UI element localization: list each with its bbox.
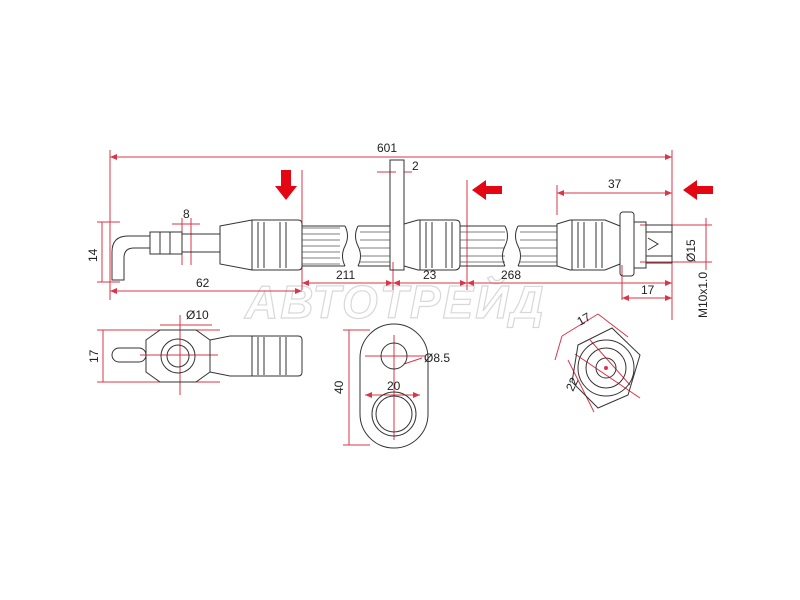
dim-end-offset: 37 (608, 177, 622, 191)
dimension-lines (97, 150, 712, 446)
dim-bracket-height: 40 (332, 380, 346, 394)
dim-flare-length: 17 (641, 283, 655, 297)
dim-bracket-hole: Ø8.5 (424, 351, 450, 365)
dim-banjo-diameter: Ø10 (186, 308, 209, 322)
dim-banjo-height: 17 (87, 349, 101, 363)
dim-bracket-thickness: 2 (412, 159, 419, 173)
dim-fitting-height: 14 (86, 248, 100, 262)
dim-left-length: 62 (196, 276, 210, 290)
arrow-left-icon (683, 180, 713, 200)
dim-bracket-width: 20 (387, 379, 401, 393)
hex-nut-detail (571, 327, 641, 409)
dim-hex-height: 22 (563, 375, 581, 393)
dim-segment-a: 211 (336, 268, 355, 282)
dimension-labels: 601 2 37 8 14 62 211 23 268 Ø15 17 M10x1… (86, 141, 710, 394)
bracket-detail (359, 323, 429, 449)
dim-flare-diameter: Ø15 (684, 239, 698, 262)
dim-fitting-width: 8 (183, 207, 190, 221)
dim-hex-width: 17 (575, 310, 594, 329)
dim-overall-length: 601 (377, 141, 397, 155)
dim-thread: M10x1.0 (696, 272, 710, 318)
dim-segment-c: 268 (501, 268, 521, 282)
banjo-detail (111, 329, 303, 383)
arrow-down-icon (275, 170, 297, 200)
hose-assembly (111, 159, 673, 281)
dim-segment-b: 23 (423, 268, 437, 282)
watermark: АВТОТРЕЙД (244, 276, 546, 328)
arrow-left-icon (472, 180, 502, 200)
